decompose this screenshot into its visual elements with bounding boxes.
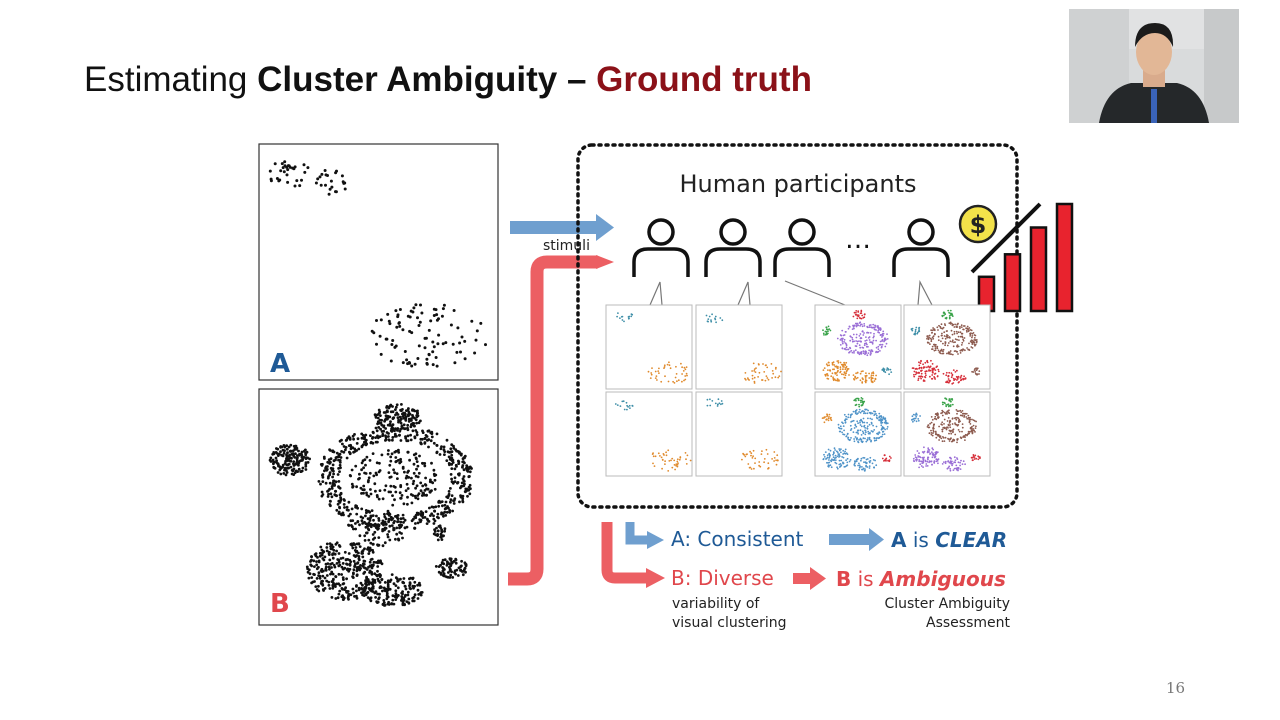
assessment-line-2: Assessment [926, 615, 1010, 631]
conclusion-arrow-blue [829, 528, 884, 551]
assessment-line-1: Cluster Ambiguity [884, 596, 1010, 612]
result-a-text: A: Consistent [671, 527, 804, 551]
result-arrow-blue [625, 522, 664, 549]
panel-b-label: B [270, 589, 290, 619]
stimulus-panel-a: A [258, 143, 499, 381]
page-number: 16 [1166, 679, 1186, 697]
coin-symbol: $ [970, 211, 987, 239]
conclusion-b: B is Ambiguous [836, 567, 1006, 591]
stimulus-panel-b: B [258, 388, 499, 626]
mini-clustering-panel [605, 304, 693, 390]
scatter-cluster-a-top [268, 160, 347, 196]
ellipsis-label: … [845, 225, 871, 255]
mini-clustering-panel [903, 391, 991, 477]
mini-clustering-panel [605, 391, 693, 477]
result-b-text: B: Diverse [671, 566, 774, 590]
cost-slash-line [970, 202, 1042, 274]
stimuli-label: stimuli [543, 238, 590, 254]
mini-clustering-panel [695, 304, 783, 390]
bar [1055, 202, 1074, 313]
dollar-coin-icon: $ [958, 204, 998, 244]
conclusion-arrow-red [793, 567, 826, 590]
mini-clustering-panel [814, 304, 902, 390]
bar [1003, 253, 1022, 313]
variability-line-1: variability of [672, 596, 760, 612]
speech-callouts [649, 279, 933, 306]
mini-clustering-panel [814, 391, 902, 477]
bar-chart-icon [977, 202, 1074, 313]
conclusion-a: A is CLEAR [891, 528, 1007, 552]
result-arrow-red [601, 522, 665, 588]
scatter-panel-b [268, 403, 473, 607]
variability-line-2: visual clustering [672, 615, 787, 631]
participants-frame [576, 143, 1019, 509]
scatter-cluster-a-bottom [370, 303, 487, 368]
participants-title: Human participants [680, 170, 917, 198]
person-icon [773, 218, 831, 277]
mini-clustering-panel [903, 304, 991, 390]
slide-title: Estimating Cluster Ambiguity – Ground tr… [84, 60, 812, 100]
person-icon [632, 218, 690, 277]
title-emphasis: Cluster Ambiguity [257, 60, 558, 99]
person-icon [892, 218, 950, 277]
panel-a-label: A [270, 349, 290, 379]
bar [1029, 226, 1048, 313]
presenter-webcam [1069, 9, 1239, 123]
stimuli-arrow-blue [510, 214, 614, 241]
mini-clustering-panel [695, 391, 783, 477]
person-icon [704, 218, 762, 277]
title-prefix: Estimating [84, 60, 258, 99]
title-dash: – [557, 60, 597, 99]
stimuli-arrow-red [508, 255, 614, 586]
title-highlight: Ground truth [596, 60, 812, 99]
